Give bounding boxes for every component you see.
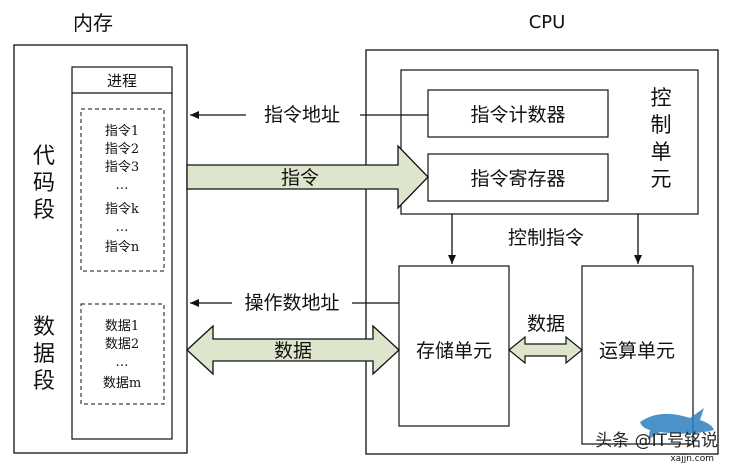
code-segment-char: 段 xyxy=(33,198,55,223)
data-list: 数据1 数据2 … 数据m xyxy=(103,319,141,391)
storage-unit-box xyxy=(398,265,510,427)
shark-logo-icon xyxy=(640,408,714,440)
code-segment-box xyxy=(80,108,165,272)
process-box xyxy=(71,66,173,440)
alu-label: 运算单元 xyxy=(599,340,675,362)
instruction-item: … xyxy=(116,178,129,193)
operand-address-label-bg xyxy=(232,289,352,315)
operand-address-label: 操作数地址 xyxy=(244,292,339,314)
instruction-item: 指令n xyxy=(105,240,140,255)
instruction-item: 指令k xyxy=(105,202,139,217)
data-link-fat-arrow xyxy=(508,335,583,365)
instruction-arrow-label: 指令 xyxy=(281,167,319,189)
instruction-item: 指令3 xyxy=(105,160,139,175)
data-segment-label: 数 据 段 xyxy=(33,315,55,394)
alu-box xyxy=(581,265,694,445)
control-unit-char: 单 xyxy=(651,140,672,164)
data-segment-char: 据 xyxy=(33,342,55,367)
data-segment-char: 段 xyxy=(33,369,55,394)
instruction-address-label: 指令地址 xyxy=(264,104,340,126)
data-segment-char: 数 xyxy=(33,315,55,340)
control-unit-char: 控 xyxy=(651,86,672,110)
instruction-fat-arrow xyxy=(186,144,429,210)
memory-title: 内存 xyxy=(73,11,113,35)
process-label: 进程 xyxy=(107,72,137,90)
control-unit-char: 元 xyxy=(651,167,672,191)
instruction-item: 指令1 xyxy=(105,124,139,139)
data-item: 数据1 xyxy=(105,319,139,334)
data-link-label: 数据 xyxy=(527,313,565,335)
data-item: … xyxy=(116,355,129,370)
cpu-title: CPU xyxy=(529,12,566,33)
data-bus-fat-arrow xyxy=(186,324,400,376)
code-segment-char: 码 xyxy=(33,171,55,196)
data-segment-box xyxy=(80,303,165,405)
program-counter-box xyxy=(427,89,609,138)
watermark-site: xajjn.com xyxy=(670,454,714,464)
watermark: 头条 @IT号铭说 xajjn.com xyxy=(595,408,718,464)
instruction-item: … xyxy=(116,220,129,235)
data-item: 数据m xyxy=(103,376,141,391)
storage-unit-label: 存储单元 xyxy=(416,340,492,362)
control-unit-char: 制 xyxy=(651,113,672,137)
data-item: 数据2 xyxy=(105,337,139,352)
control-unit-label: 控 制 单 元 xyxy=(651,86,672,191)
instruction-address-label-bg xyxy=(246,100,360,126)
code-segment-label: 代 码 段 xyxy=(33,144,55,223)
watermark-text: 头条 @IT号铭说 xyxy=(595,431,718,451)
code-segment-char: 代 xyxy=(33,144,55,169)
instruction-register-label: 指令寄存器 xyxy=(470,168,565,190)
control-signal-label: 控制指令 xyxy=(508,227,584,249)
instruction-list: 指令1 指令2 指令3 … 指令k … 指令n xyxy=(105,124,140,255)
data-bus-label: 数据 xyxy=(274,340,312,362)
program-counter-label: 指令计数器 xyxy=(470,104,565,126)
instruction-register-box xyxy=(427,153,609,202)
instruction-item: 指令2 xyxy=(105,142,139,157)
